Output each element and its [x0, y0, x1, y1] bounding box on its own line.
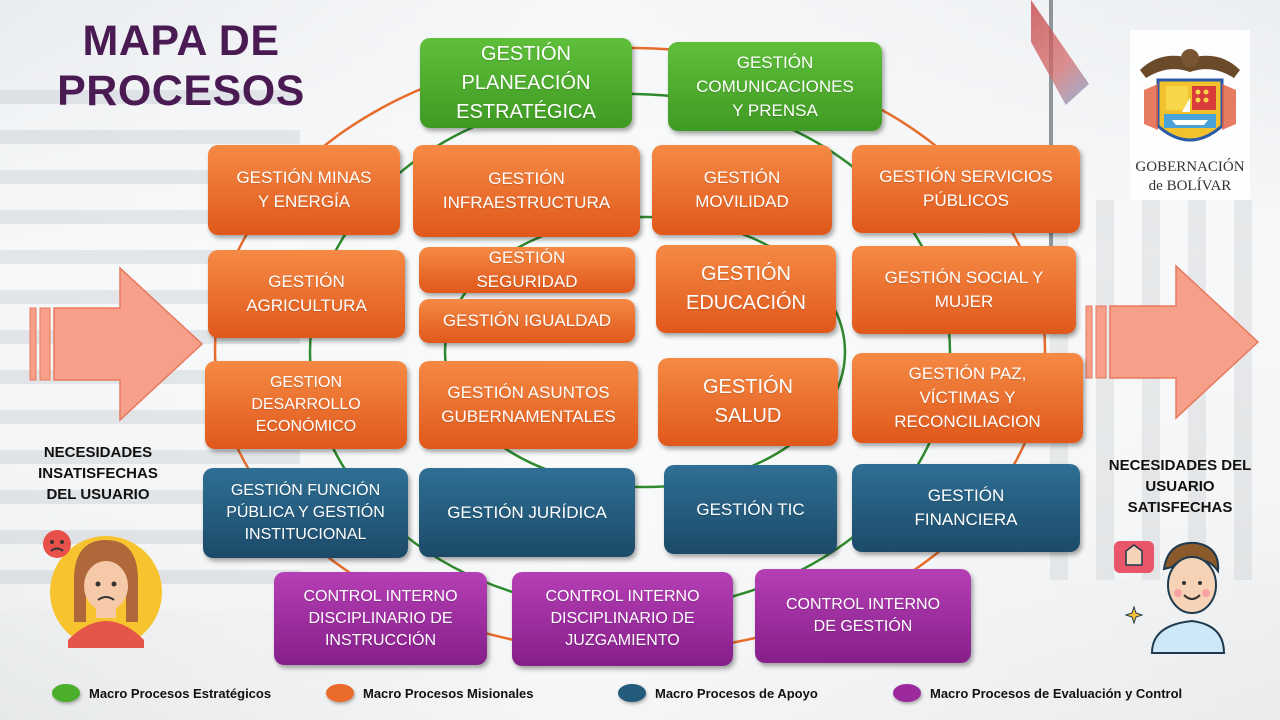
- process-desarrollo-economico[interactable]: GESTION DESARROLLO ECONÓMICO: [205, 361, 407, 449]
- process-infraestructura[interactable]: GESTIÓN INFRAESTRUCTURA: [413, 145, 640, 237]
- legend-item-evaluacion-control: Macro Procesos de Evaluación y Control: [893, 682, 1182, 704]
- legend-swatch-missional: [326, 684, 354, 702]
- process-servicios-publicos[interactable]: GESTIÓN SERVICIOS PÚBLICOS: [852, 145, 1080, 233]
- legend-item-misionales: Macro Procesos Misionales: [326, 682, 534, 704]
- gobernacion-logo: [1130, 30, 1250, 200]
- legend-label-estrategicos: Macro Procesos Estratégicos: [89, 685, 272, 701]
- unhappy-user-icon: [43, 530, 162, 648]
- legend-label-evaluacion: Macro Procesos de Evaluación y Control: [930, 685, 1183, 701]
- logo-text: GOBERNACIÓN de BOLÍVAR: [1130, 158, 1250, 196]
- process-agricultura[interactable]: GESTIÓN AGRICULTURA: [208, 250, 405, 338]
- legend-swatch-support: [618, 684, 646, 702]
- process-funcion-publica[interactable]: GESTIÓN FUNCIÓN PÚBLICA Y GESTIÓN INSTIT…: [203, 468, 408, 558]
- process-control-interno-instruccion[interactable]: CONTROL INTERNO DISCIPLINARIO DE INSTRUC…: [274, 572, 487, 665]
- legend-label-misionales: Macro Procesos Misionales: [363, 685, 534, 701]
- legend-swatch-evaluation: [893, 684, 921, 702]
- process-control-interno-gestion[interactable]: CONTROL INTERNO DE GESTIÓN: [755, 569, 971, 663]
- process-financiera[interactable]: GESTIÓN FINANCIERA: [852, 464, 1080, 552]
- process-asuntos-gubernamentales[interactable]: GESTIÓN ASUNTOS GUBERNAMENTALES: [419, 361, 638, 449]
- background-building-right: [1050, 200, 1280, 580]
- process-seguridad[interactable]: GESTIÓN SEGURIDAD: [419, 247, 635, 293]
- process-movilidad[interactable]: GESTIÓN MOVILIDAD: [652, 145, 832, 235]
- logo-text-line2: de BOLÍVAR: [1148, 178, 1232, 194]
- process-planeacion-estrategica[interactable]: GESTIÓN PLANEACIÓN ESTRATÉGICA: [420, 38, 632, 128]
- page-title-line2: PROCESOS: [57, 67, 305, 115]
- page-title: MAPA DE PROCESOS: [46, 16, 316, 116]
- outer-ring-orange: [213, 46, 1047, 654]
- process-salud[interactable]: GESTIÓN SALUD: [658, 358, 838, 446]
- legend-label-apoyo: Macro Procesos de Apoyo: [655, 685, 818, 701]
- flagpole: [1049, 0, 1053, 260]
- process-juridica[interactable]: GESTIÓN JURÍDICA: [419, 468, 635, 557]
- satisfied-needs-label: NECESIDADES DEL USUARIO SATISFECHAS: [1108, 457, 1252, 516]
- coat-of-arms-icon: [1140, 49, 1240, 142]
- process-comunicaciones-prensa[interactable]: GESTIÓN COMUNICACIONES Y PRENSA: [668, 42, 882, 131]
- process-tic[interactable]: GESTIÓN TIC: [664, 465, 837, 554]
- inner-ring-green: [443, 215, 847, 489]
- process-educacion[interactable]: GESTIÓN EDUCACIÓN: [656, 245, 836, 333]
- input-arrow-icon: [29, 266, 204, 422]
- page-title-line1: MAPA DE: [82, 17, 280, 65]
- legend-item-apoyo: Macro Procesos de Apoyo: [618, 682, 818, 704]
- process-igualdad[interactable]: GESTIÓN IGUALDAD: [419, 299, 635, 343]
- legend-item-estrategicos: Macro Procesos Estratégicos: [52, 682, 271, 704]
- legend-swatch-strategic: [52, 684, 80, 702]
- logo-text-line1: GOBERNACIÓN: [1135, 159, 1245, 175]
- process-minas-energia[interactable]: GESTIÓN MINAS Y ENERGÍA: [208, 145, 400, 235]
- unsatisfied-needs-label: NECESIDADES INSATISFECHAS DEL USUARIO: [38, 444, 158, 503]
- happy-user-icon: [1114, 541, 1226, 654]
- process-paz-victimas[interactable]: GESTIÓN PAZ, VÍCTIMAS Y RECONCILIACION: [852, 353, 1083, 443]
- process-control-interno-juzgamiento[interactable]: CONTROL INTERNO DISCIPLINARIO DE JUZGAMI…: [512, 572, 733, 666]
- process-social-mujer[interactable]: GESTIÓN SOCIAL Y MUJER: [852, 246, 1076, 334]
- output-arrow-icon: [1085, 264, 1260, 420]
